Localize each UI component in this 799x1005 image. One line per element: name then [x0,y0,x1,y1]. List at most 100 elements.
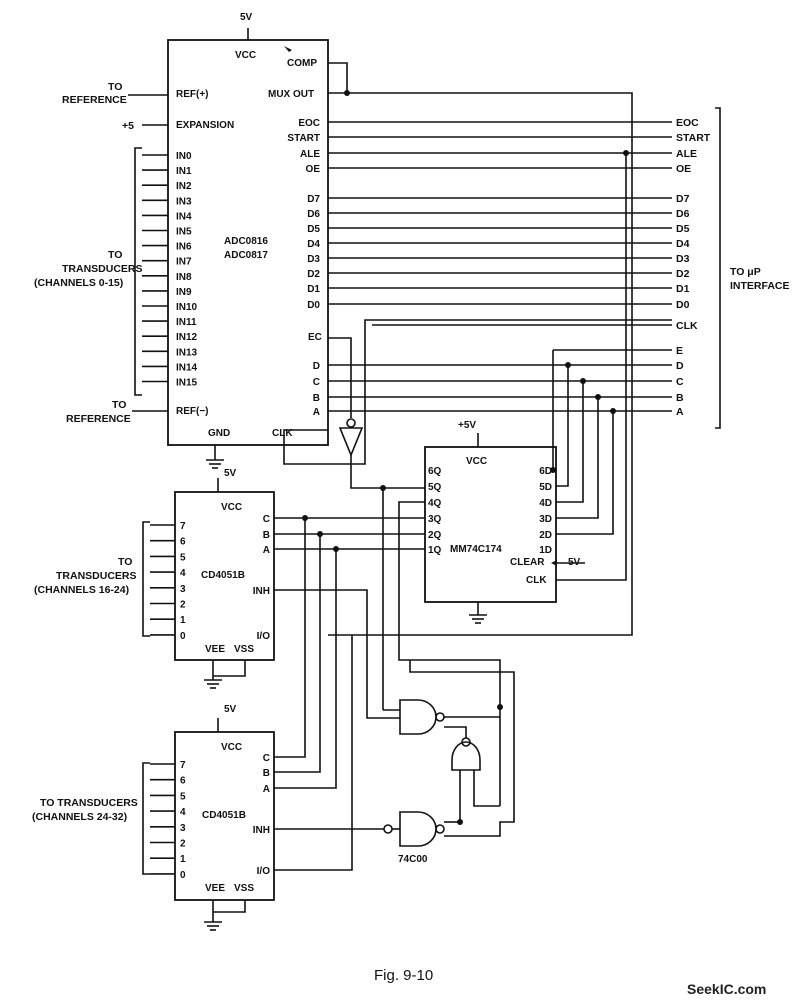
mm-q-label: 3Q [428,514,442,525]
adc-address-label: D [313,361,320,372]
bus-signal-label: OE [676,163,691,175]
cd-top-vcc-rail: 5V [224,468,237,479]
adc-input-label: IN2 [176,181,192,192]
adc-input-label: IN9 [176,287,192,298]
cd-right-pin-label: INH [253,825,270,836]
cd-channel-label: 3 [180,584,186,595]
mm-d-label: 6D [539,466,552,477]
adc-right-pin-label: D0 [307,300,320,311]
bus-signal-label: D3 [676,253,690,265]
cd-channel-label: 2 [180,839,186,850]
mm-clear-label: CLEAR [510,557,545,568]
adc-input-pins: IN0IN1IN2IN3IN4IN5IN6IN7IN8IN9IN10IN11IN… [142,151,198,389]
adc-input-bracket [134,147,142,396]
inverter-icon [338,427,364,458]
adc-input-label: IN3 [176,196,192,207]
bus-signal-label: D5 [676,223,690,235]
bus-signal-label: START [676,132,711,144]
adc-address-label: A [313,407,320,418]
bus-signal-label: D4 [676,238,690,250]
adc-input-label: IN6 [176,242,192,253]
adc-right-pin-label: D3 [307,254,320,265]
adc-right-pin-label: D5 [307,224,320,235]
adc-part-1: ADC0816 [224,236,268,247]
adc-input-label: IN7 [176,257,192,268]
mm-q-label: 6Q [428,466,442,477]
mm74c174-body [424,446,557,603]
cd-channel-label: 6 [180,537,186,548]
nand-gate-middle-icon [451,741,481,771]
cd-channel-label: 5 [180,791,186,802]
bus-signal-label: ALE [676,148,697,160]
cd-channel-label: 7 [180,760,186,771]
cd-right-pin-label: C [263,514,270,525]
mm-q-label: 4Q [428,498,442,509]
bus-signal-label: D0 [676,299,690,311]
adc-right-pin-label: ALE [300,149,320,160]
cd-top-vee: VEE [205,644,225,655]
bus-signal-label: CLK [676,320,698,332]
adc-right-pin-label: D4 [307,239,320,250]
adc-right-pin-label: START [287,133,320,144]
cd-right-pin-label: INH [253,586,270,597]
cd-channel-label: 6 [180,776,186,787]
adc-right-pin-label: OE [306,164,321,175]
adc-input-label: IN15 [176,378,198,389]
adc-right-pin-label: D6 [307,209,320,220]
adc-refminus-label: REF(−) [176,406,209,417]
cd-right-pin-label: B [263,768,270,779]
cd-channel-label: 4 [180,568,186,579]
cd2-to-1: TO TRANSDUCERS [40,797,138,809]
adc-address-label: B [313,393,320,404]
adc-input-label: IN8 [176,272,192,283]
adc-part-2: ADC0817 [224,250,268,261]
adc-right-pin-label: D2 [307,269,320,280]
bus-signal-label: D1 [676,283,690,295]
cd-top-part: CD4051B [201,570,245,581]
cd-channel-label: 4 [180,807,186,818]
adc-muxout-label: MUX OUT [268,89,314,100]
cd-channel-label: 5 [180,552,186,563]
nand-gate-top-icon [399,699,437,735]
nand-gate-bottom-icon [399,811,437,847]
adc-right-pin-label: EOC [298,118,320,129]
bus-signal-label: B [676,392,684,404]
cd-channel-label: 3 [180,823,186,834]
adc-chip: 5V VCC COMP MUX OUT REF(+) EXPANSION ADC… [142,12,329,446]
cd1-to-1: TO [118,556,132,568]
cd-right-pin-label: A [263,784,270,795]
nand-gates-74c00: 74C00 [383,660,515,865]
to-reference-bottom-2: REFERENCE [66,413,131,425]
adc-address-label: C [313,377,320,388]
adc-ec-label: EC [308,332,322,343]
up-interface-bracket [715,107,721,429]
mm-d-label: 2D [539,530,552,541]
cd-channel-label: 0 [180,631,186,642]
cd-bottom-vee: VEE [205,883,225,894]
to-transducers-1: TO [108,249,122,261]
up-interface-1: TO μP [730,266,761,278]
cd-top-vcc: VCC [221,502,242,513]
to-transducers-2: TRANSDUCERS [62,263,143,275]
adc-input-label: IN14 [176,362,198,373]
figure-caption: Fig. 9-10 [374,967,433,984]
cd-bottom-vcc: VCC [221,742,242,753]
cd4051-top-body [174,491,275,661]
cd-top-vss: VSS [234,644,254,655]
to-reference-bottom-1: TO [112,399,126,411]
cd-channel-label: 1 [180,615,186,626]
adc-vcc-label: VCC [235,50,256,61]
cd-right-pin-label: I/O [257,866,271,877]
comp-arrow-icon [284,46,292,52]
mm-clk-label: CLK [526,575,547,586]
adc-vcc-rail: 5V [240,12,253,23]
adc-input-label: IN4 [176,211,192,222]
to-reference-top-1: TO [108,81,122,93]
bus-signal-label: E [676,345,683,357]
